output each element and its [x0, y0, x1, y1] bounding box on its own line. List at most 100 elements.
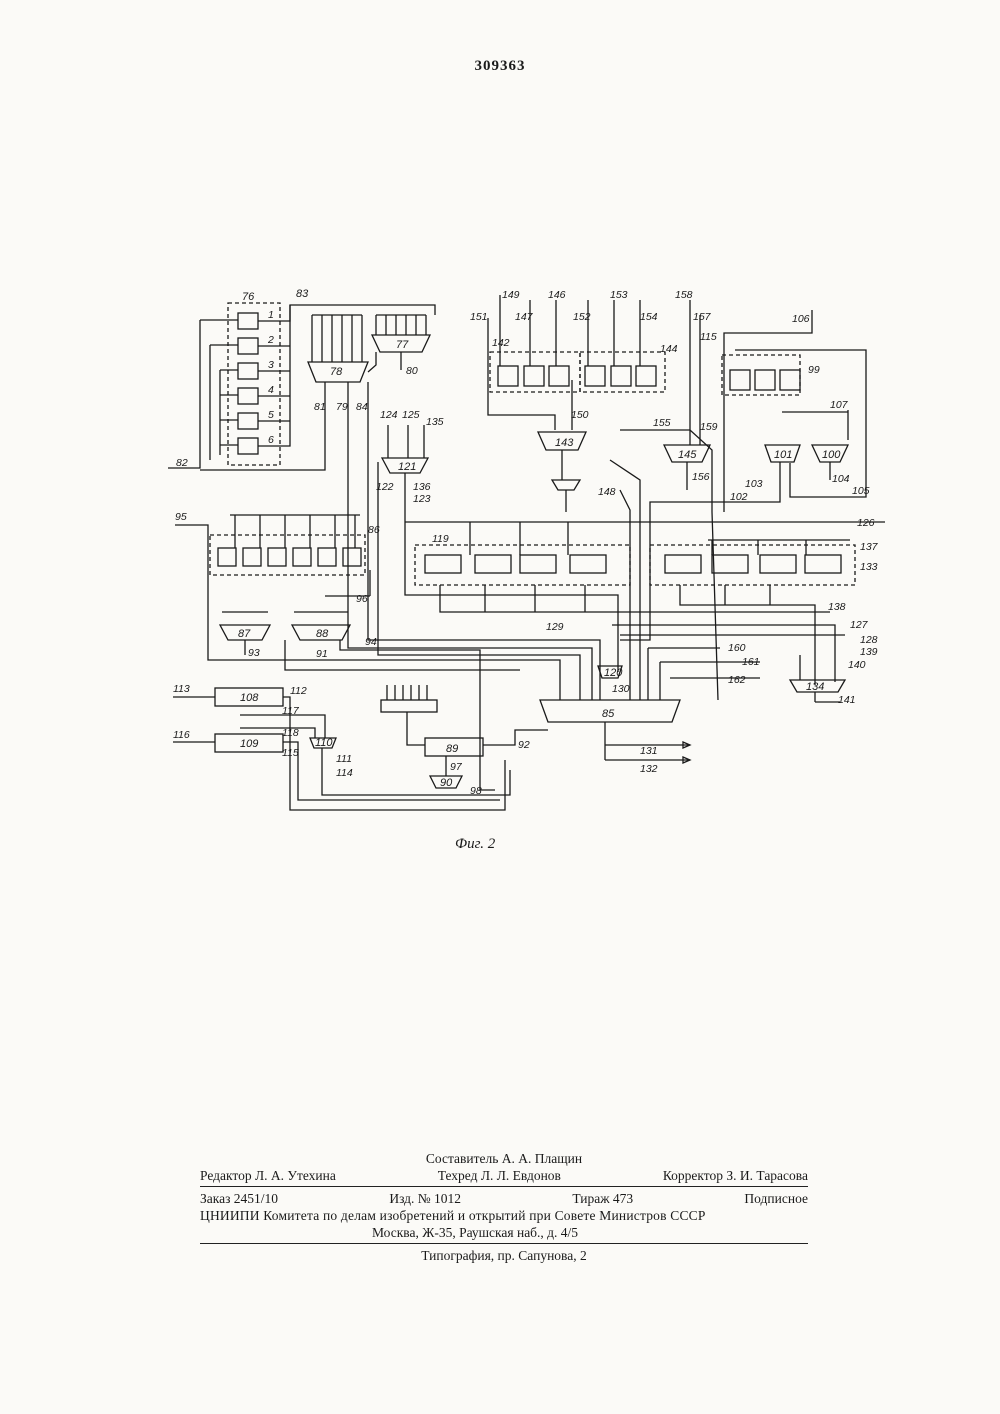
gate-148: [552, 480, 580, 490]
compiler: Составитель А. А. Плащин: [426, 1150, 582, 1167]
label-154: 154: [640, 311, 658, 323]
label-150: 150: [571, 409, 589, 421]
label-108: 108: [240, 692, 259, 704]
label-77: 77: [396, 339, 409, 351]
address: Москва, Ж-35, Раушская наб., д. 4/5: [372, 1224, 578, 1241]
label-78: 78: [330, 366, 343, 378]
label-85: 85: [602, 708, 615, 720]
label-146: 146: [548, 289, 566, 301]
label-125: 125: [402, 409, 420, 421]
label-124: 124: [380, 409, 398, 421]
label-131: 131: [640, 745, 658, 757]
label-139: 139: [860, 646, 878, 658]
edition-number: Изд. № 1012: [389, 1190, 461, 1207]
label-151: 151: [470, 311, 488, 323]
label-147: 147: [515, 311, 534, 323]
label-134: 134: [806, 681, 824, 693]
label-101: 101: [774, 449, 792, 461]
techred: Техред Л. Л. Евдонов: [438, 1167, 561, 1184]
label-153: 153: [610, 289, 628, 301]
label-136: 136: [413, 481, 431, 493]
label-138: 138: [828, 601, 846, 613]
label-158: 158: [675, 289, 693, 301]
output-index-4: 4: [268, 384, 274, 396]
label-103: 103: [745, 478, 763, 490]
cell-76-1: [238, 313, 258, 329]
label-76: 76: [242, 291, 255, 303]
label-110: 110: [315, 737, 333, 749]
register-133-frame: [650, 545, 855, 585]
label-91: 91: [316, 648, 328, 660]
label-161: 161: [742, 656, 760, 668]
label-133: 133: [860, 561, 878, 573]
label-149: 149: [502, 289, 520, 301]
imprint-rule-bottom: [200, 1243, 808, 1244]
label-92: 92: [518, 739, 530, 751]
label-107: 107: [830, 399, 849, 411]
label-119: 119: [432, 533, 449, 545]
label-115-bottom: 115: [282, 747, 299, 759]
label-87: 87: [238, 628, 251, 640]
label-116: 116: [173, 729, 190, 741]
label-82: 82: [176, 457, 188, 469]
subscription: Подписное: [744, 1190, 808, 1207]
label-156: 156: [692, 471, 710, 483]
label-102: 102: [730, 491, 748, 503]
label-97: 97: [450, 761, 463, 773]
label-160: 160: [728, 642, 746, 654]
output-index-1: 1: [268, 309, 274, 321]
output-index-6: 6: [268, 434, 274, 446]
cell-76-6: [238, 438, 258, 454]
label-120: 120: [604, 667, 623, 679]
register-86-frame: [210, 535, 365, 575]
label-96: 96: [356, 593, 368, 605]
label-144: 144: [660, 343, 678, 355]
label-135: 135: [426, 416, 444, 428]
cell-76-4: [238, 388, 258, 404]
label-114: 114: [336, 767, 353, 779]
label-100: 100: [822, 449, 841, 461]
imprint-block: Составитель А. А. Плащин Редактор Л. А. …: [200, 1150, 808, 1264]
label-98: 98: [470, 785, 482, 797]
label-157: 157: [693, 311, 712, 323]
cell-76-2: [238, 338, 258, 354]
label-159: 159: [700, 421, 718, 433]
institute: ЦНИИПИ Комитета по делам изобретений и о…: [200, 1207, 706, 1224]
label-137: 137: [860, 541, 879, 553]
label-140: 140: [848, 659, 866, 671]
printer: Типография, пр. Сапунова, 2: [421, 1247, 587, 1264]
label-155: 155: [653, 417, 671, 429]
label-115-top: 115: [700, 331, 717, 343]
register-99-frame: [722, 355, 800, 395]
label-129: 129: [546, 621, 564, 633]
label-79: 79: [336, 401, 348, 413]
corrector: Корректор З. И. Тарасова: [663, 1167, 808, 1184]
circuit-diagram: 76 83 77 78 80 81 79 84 82 149 146 153 1…: [0, 0, 1000, 830]
label-127: 127: [850, 619, 869, 631]
label-145: 145: [678, 449, 697, 461]
label-95: 95: [175, 511, 187, 523]
label-90: 90: [440, 777, 453, 789]
label-89: 89: [446, 743, 458, 755]
label-99: 99: [808, 364, 820, 376]
circulation: Тираж 473: [572, 1190, 633, 1207]
label-121: 121: [398, 461, 416, 473]
cell-76-3: [238, 363, 258, 379]
label-105: 105: [852, 485, 870, 497]
label-148: 148: [598, 486, 616, 498]
label-80: 80: [406, 365, 418, 377]
label-141: 141: [838, 694, 856, 706]
label-104: 104: [832, 473, 850, 485]
label-83: 83: [296, 288, 309, 300]
label-109: 109: [240, 738, 258, 750]
label-117: 117: [282, 705, 300, 717]
output-index-3: 3: [268, 359, 274, 371]
label-93: 93: [248, 647, 260, 659]
output-index-5: 5: [268, 409, 274, 421]
label-142: 142: [492, 337, 510, 349]
label-152: 152: [573, 311, 591, 323]
register-top-89: [381, 700, 437, 712]
label-113: 113: [173, 683, 190, 695]
label-162: 162: [728, 674, 746, 686]
label-81: 81: [314, 401, 326, 413]
